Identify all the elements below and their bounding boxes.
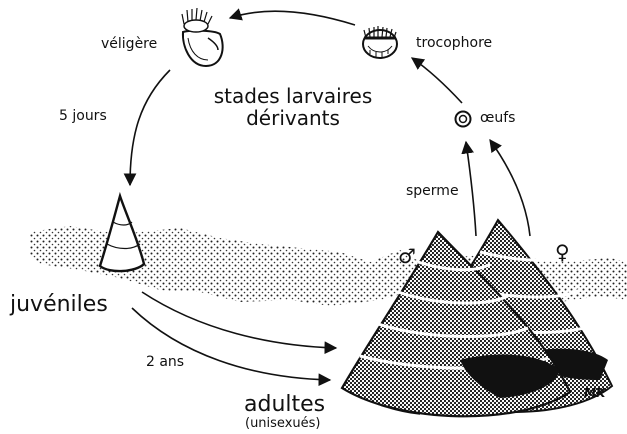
label-2-ans: 2 ans — [146, 354, 184, 370]
arrow-trocophore-to-veligere — [230, 11, 355, 25]
arrow-sperme-up — [466, 142, 476, 236]
label-stades-line2: dérivants — [206, 106, 380, 130]
label-veligere: véligère — [101, 36, 157, 52]
label-unisexues: (unisexués) — [245, 416, 320, 431]
arrow-oeufs-to-trocophore — [412, 58, 462, 103]
female-symbol: ♀ — [555, 240, 570, 264]
egg — [456, 112, 471, 127]
artist-signature: MK — [584, 386, 605, 400]
label-juveniles: juvéniles — [10, 292, 108, 317]
arrow-veligere-to-juvenile — [130, 70, 170, 185]
veligere-larva — [182, 8, 223, 66]
label-stades-line1: stades larvaires — [206, 84, 380, 108]
male-symbol: ♂ — [398, 244, 416, 268]
label-oeufs: œufs — [480, 110, 515, 126]
label-trocophore: trocophore — [416, 35, 492, 51]
label-adultes: adultes — [244, 392, 325, 417]
trocophore-larva — [363, 26, 397, 58]
label-5-jours: 5 jours — [59, 108, 107, 124]
label-sperme: sperme — [406, 183, 459, 199]
